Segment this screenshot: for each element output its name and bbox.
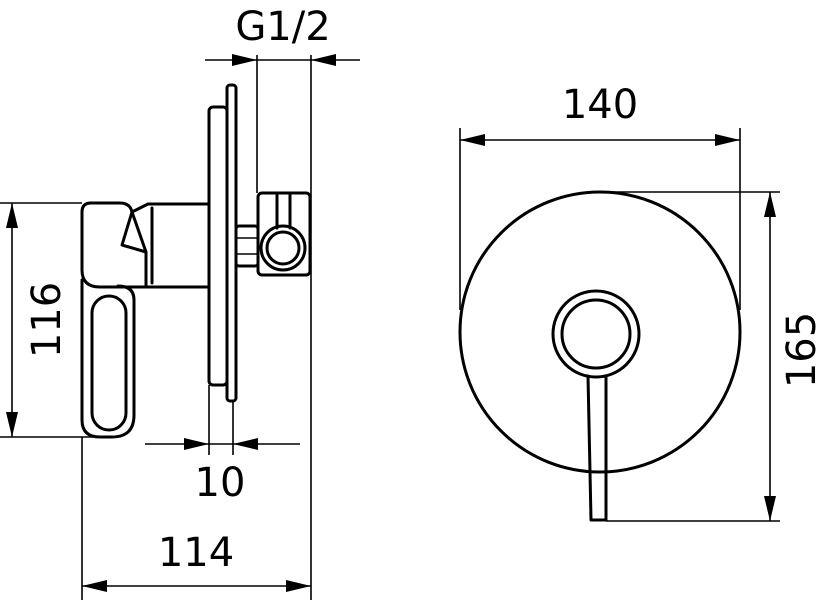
valve-body	[130, 202, 211, 289]
dim-height-side-label: 116	[24, 282, 70, 358]
cover-plate	[458, 190, 742, 474]
outlet-fitting	[256, 191, 312, 277]
extension-lines	[0, 55, 312, 600]
front-lever	[551, 289, 641, 522]
front-extension-lines	[459, 128, 780, 522]
dim-plate-gap: 10	[145, 438, 300, 506]
connector-nut	[234, 224, 260, 268]
dim-height-side: 116	[6, 203, 70, 437]
dim-thread-label: G1/2	[235, 4, 330, 50]
dim-thread: G1/2	[205, 4, 360, 66]
dim-height-front-label: 165	[779, 312, 820, 388]
front-view: 140 165	[458, 82, 820, 522]
dim-width-front: 140	[460, 82, 740, 146]
dim-plate-gap-label: 10	[195, 460, 246, 506]
dim-depth: 114	[82, 530, 311, 592]
dim-depth-label: 114	[158, 530, 234, 576]
wall-plate	[207, 83, 238, 403]
side-view: G1/2 116 10 114	[0, 4, 360, 600]
dim-height-front: 165	[764, 192, 820, 521]
lever-handle	[80, 201, 148, 439]
dim-width-front-label: 140	[562, 82, 638, 128]
